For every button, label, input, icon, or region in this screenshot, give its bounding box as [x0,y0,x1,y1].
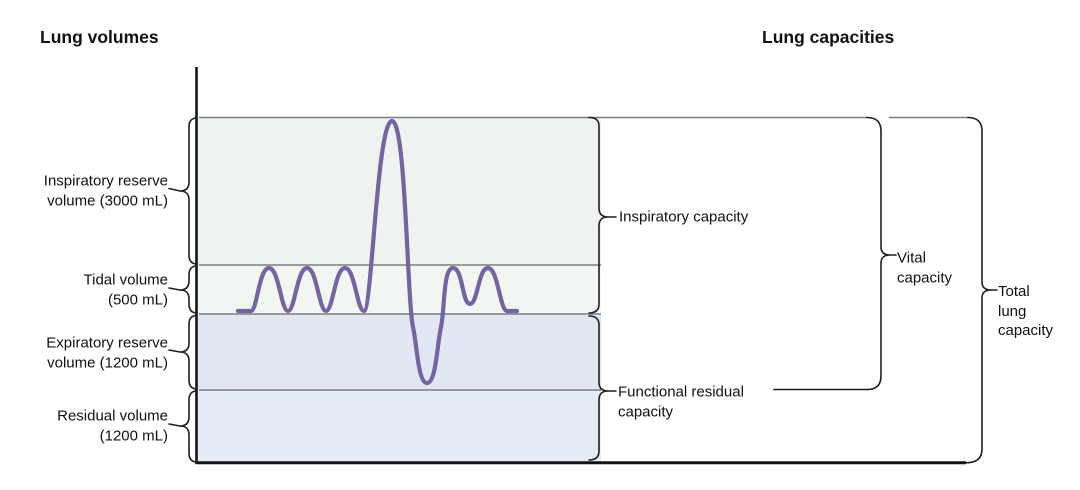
brace-residual-volume [179,390,198,463]
label-expiratory-reserve-volume: Expiratory reserve volume (1200 mL) [46,334,168,372]
brace-tidal-volume [179,265,198,314]
label-total-lung-capacity: Total lung capacity [998,282,1054,339]
lung-volumes-title: Lung volumes [40,27,159,47]
region-expiratory-reserve-volume [198,314,601,390]
lung-capacities-title: Lung capacities [762,27,895,47]
tick-residual-volume [168,423,181,427]
brace-expiratory-reserve-volume [179,314,198,390]
label-residual-volume: Residual volume (1200 mL) [57,407,168,445]
tick-expiratory-reserve-volume [168,349,181,353]
region-residual-volume [198,390,601,463]
label-vital-capacity: Vital capacity [897,249,953,287]
label-tidal-volume: Tidal volume (500 mL) [83,271,168,309]
label-inspiratory-reserve-volume: Inspiratory reserve volume (3000 mL) [43,172,168,210]
label-functional-residual-capacity: Functional residual capacity [618,383,744,421]
brace-inspiratory-reserve-volume [179,117,198,265]
tick-tidal-volume [168,287,181,291]
brace-total-lung-capacity [965,116,992,464]
tick-inspiratory-reserve-volume [168,187,181,192]
brace-vital-capacity [866,116,891,391]
label-inspiratory-capacity: Inspiratory capacity [619,208,749,226]
spirometry-trace [235,118,520,386]
